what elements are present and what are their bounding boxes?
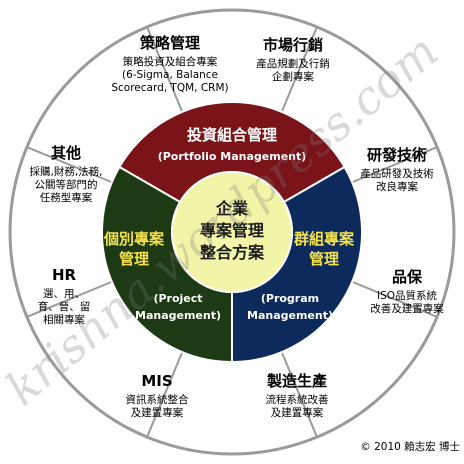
segment-divider (280, 351, 318, 438)
segment-description: ISO品質系統 (377, 289, 438, 302)
segment-divider (280, 26, 318, 113)
segment-description: 公關等部門的 (35, 178, 98, 191)
segment-description: 任務型專案 (40, 191, 93, 204)
segment-description: 及建置專案 (131, 406, 184, 419)
program-label-cn: 管理 (309, 250, 339, 268)
segment-description: 選、用、 (43, 287, 85, 300)
segment-title: 市場行銷 (263, 36, 323, 54)
segment-title: 其他 (51, 144, 81, 162)
portfolio-label-en: (Portfolio Management) (158, 150, 307, 163)
segment-description: 策略投資及組合專案 (123, 55, 218, 68)
segment-title: 策略管理 (139, 34, 200, 52)
segment-divider (351, 146, 438, 184)
segment-description: 採購,財務,法務, (29, 165, 102, 178)
segment-divider (146, 26, 184, 113)
center-label: 企業 (215, 199, 249, 218)
copyright-text: © 2010 賴志宏 博士 (360, 440, 460, 453)
project-label-en: (Project (153, 292, 202, 305)
program-label-en: Management) (247, 309, 333, 322)
segment-title: 製造生產 (266, 372, 327, 390)
center-disc (171, 171, 293, 293)
segment-description: 相關專案 (43, 313, 85, 326)
segment-description: 產品研發及技術 (360, 167, 434, 180)
segment-description: 企劃專案 (272, 70, 314, 83)
project-label-cn: 個別專案 (103, 230, 165, 248)
segment-description: Scorecard, TQM, CRM) (111, 82, 228, 94)
segment-description: 流程系統改善 (266, 393, 329, 406)
segment-description: (6-Sigma, Balance (122, 69, 218, 81)
segment-description: 改良專案 (376, 180, 418, 193)
segment-description: 及建置專案 (271, 406, 324, 419)
segment-description: 資訊系統整合 (126, 393, 189, 406)
segment-title: 品保 (392, 268, 423, 286)
project-label-en: Management) (135, 309, 221, 322)
segment-description: 育、晉、留 (38, 300, 91, 313)
segment-title: HR (52, 266, 77, 284)
center-label: 整合方案 (199, 243, 265, 262)
segment-title: 研發技術 (367, 146, 427, 164)
segment-divider (146, 351, 184, 438)
segment-divider (26, 146, 113, 184)
program-label-en: (Program (261, 292, 319, 305)
segment-title: MIS (141, 372, 172, 390)
segment-description: 改善及建置專案 (370, 302, 444, 315)
segment-divider (26, 280, 113, 318)
segment-description: 產品規劃及行銷 (256, 57, 330, 70)
portfolio-label-cn: 投資組合管理 (187, 126, 277, 144)
program-label-cn: 群組專案 (294, 230, 355, 248)
segment-divider (351, 280, 438, 318)
center-label: 專案管理 (200, 221, 264, 240)
project-label-cn: 管理 (119, 250, 149, 268)
